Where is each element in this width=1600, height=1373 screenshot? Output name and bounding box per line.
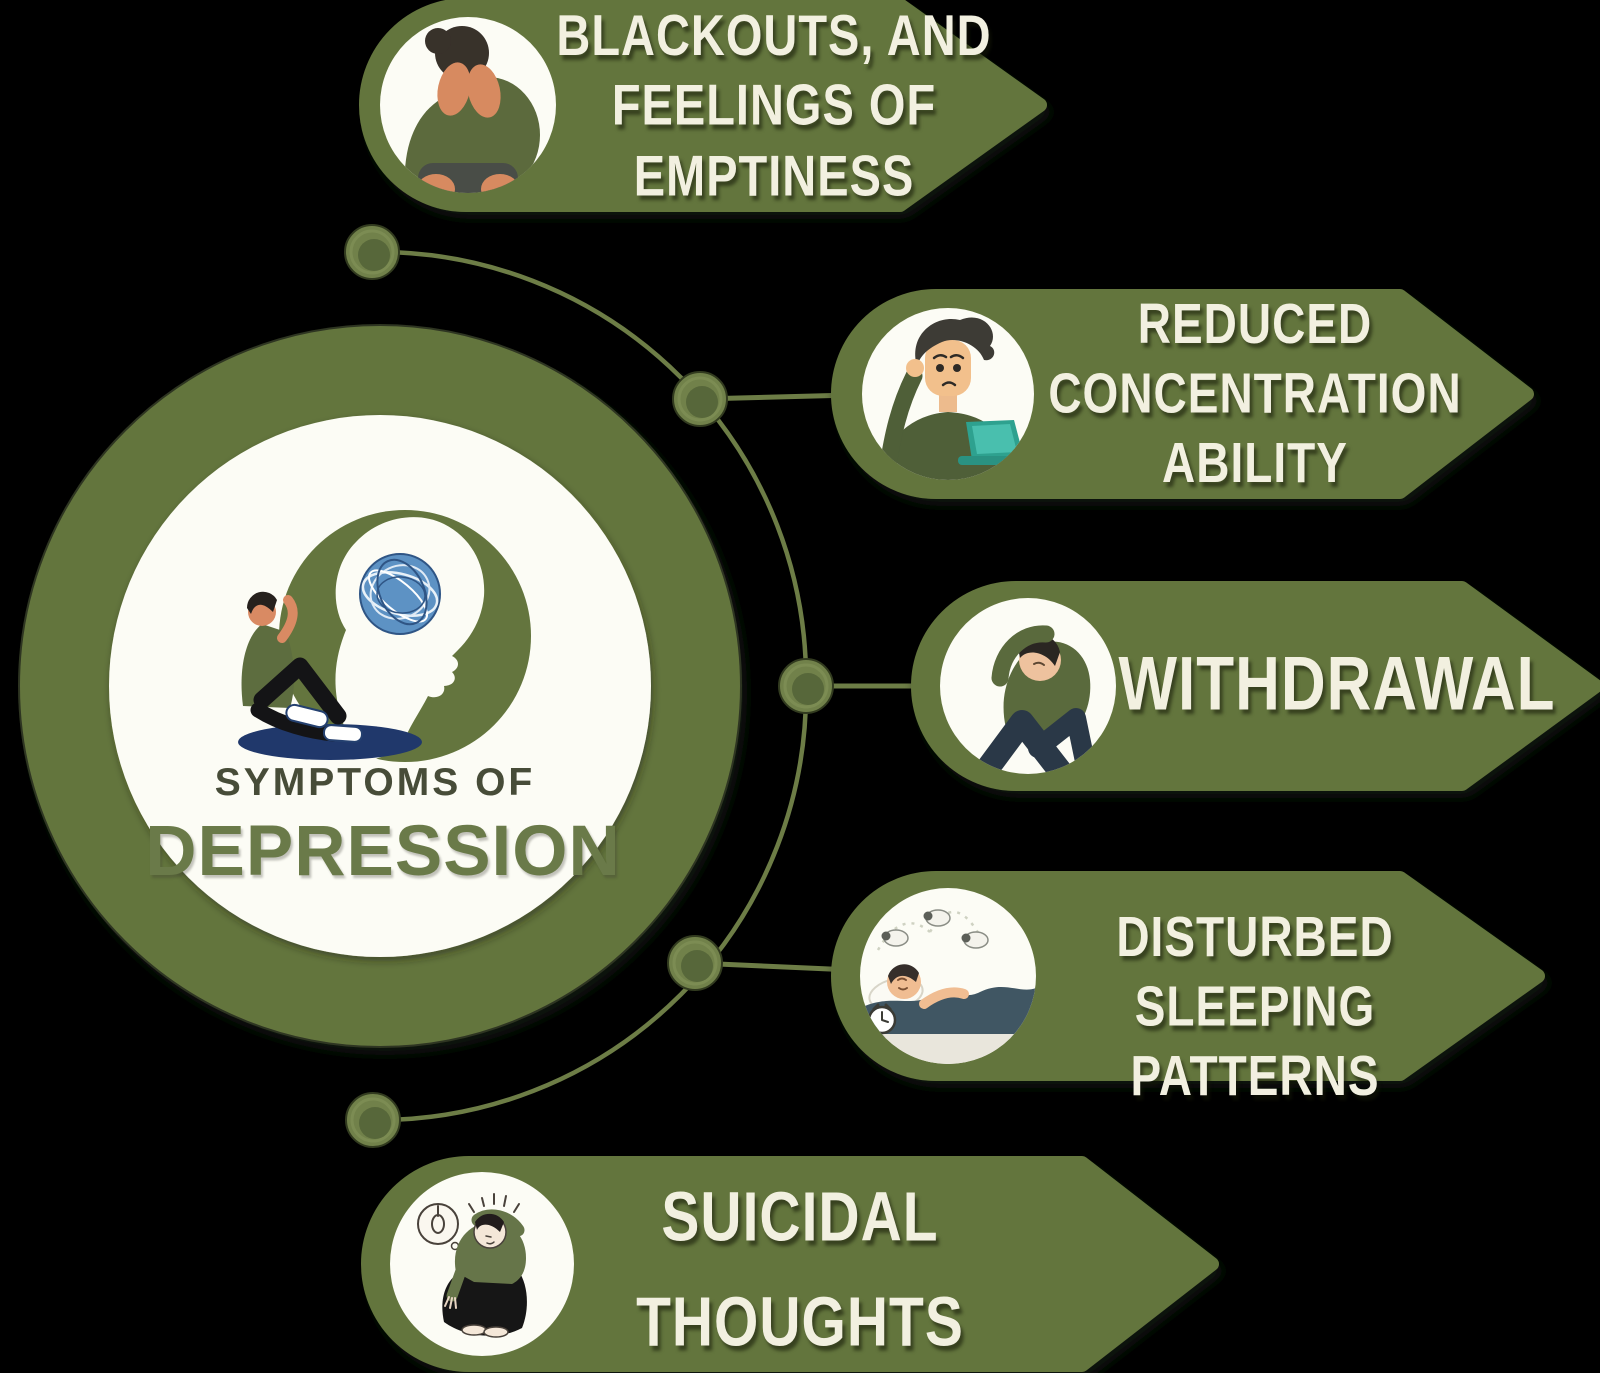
noose-thought-bubble: [417, 1203, 464, 1256]
banner-label-disturbed-sleep: DISTURBED SLEEPING PATTERNS: [1015, 902, 1495, 1111]
banner-withdrawal: [911, 581, 1600, 791]
banner-text-line: CONCENTRATION: [1048, 361, 1462, 425]
banner-text-line: BLACKOUTS, AND: [556, 2, 992, 68]
depression-illustration: [238, 510, 531, 763]
banner-disturbed-sleep: [831, 871, 1545, 1081]
sitting-man-icon: [238, 591, 422, 760]
banner-label-withdrawal: WITHDRAWAL: [1107, 639, 1567, 733]
node-dot: [778, 658, 834, 714]
banner-label-blackouts: BLACKOUTS, AND FEELINGS OF EMPTINESS: [534, 0, 1014, 210]
banner-shape: [361, 1156, 1219, 1372]
sleepless-man-counting-sheep-icon: [860, 909, 1036, 1064]
person-covering-face-icon: [404, 26, 540, 193]
banner-reduced-concentration: [831, 289, 1534, 499]
node-dot: [667, 935, 723, 991]
tangled-brain-icon: [359, 553, 441, 635]
crouched-person-noose-thought-icon: [417, 1193, 527, 1338]
banner-text-line: EMPTINESS: [633, 142, 915, 208]
banner-text-line: SLEEPING PATTERNS: [1130, 974, 1380, 1108]
hub-title-main: DEPRESSION: [145, 812, 621, 891]
node-dot: [344, 224, 400, 280]
banner-text-line: REDUCED: [1137, 291, 1373, 356]
sheep: [881, 909, 989, 949]
banner-text-line: THOUGHTS: [636, 1282, 964, 1361]
node-dot: [672, 371, 728, 427]
banner-blackouts: [359, 0, 1047, 212]
banner-text-line: ABILITY: [1162, 430, 1348, 495]
banner-label-suicidal-thoughts: SUICIDAL THOUGHTS: [560, 1166, 1040, 1373]
central-hub: [18, 324, 742, 1048]
node-dot: [345, 1092, 401, 1148]
banner-text-line: WITHDRAWAL: [1118, 642, 1556, 727]
stress-lines: [468, 1193, 520, 1213]
banner-text-line: FEELINGS OF: [611, 72, 937, 138]
banner-text-line: SUICIDAL: [661, 1178, 939, 1257]
banner-text-line: DISTURBED: [1116, 904, 1394, 969]
hub-title-top: SYMPTOMS OF: [214, 761, 536, 804]
banner-label-reduced-concentration: REDUCED CONCENTRATION ABILITY: [1015, 289, 1495, 498]
banner-suicidal-thoughts: [361, 1156, 1219, 1372]
node-dots: [344, 224, 834, 1148]
